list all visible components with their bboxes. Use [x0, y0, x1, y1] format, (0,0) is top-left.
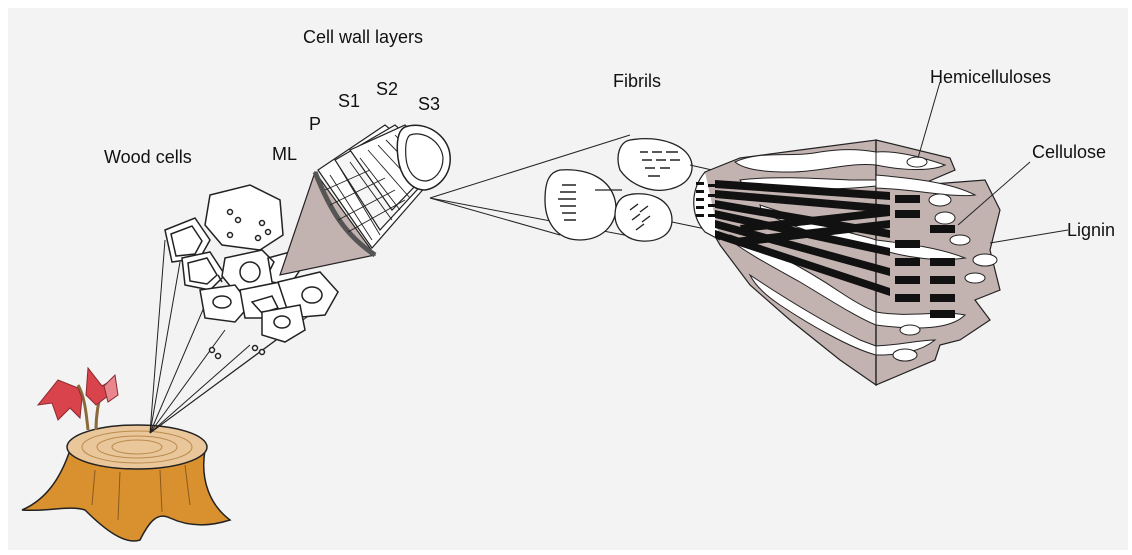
label-cell-wall-layers: Cell wall layers: [303, 28, 423, 46]
label-s2: S2: [376, 80, 398, 98]
label-s3: S3: [418, 95, 440, 113]
label-ml: ML: [272, 145, 297, 163]
label-fibrils: Fibrils: [613, 72, 661, 90]
label-p: P: [309, 115, 321, 133]
label-wood-cells: Wood cells: [104, 148, 192, 166]
label-cellulose: Cellulose: [1032, 143, 1106, 161]
label-s1: S1: [338, 92, 360, 110]
label-lignin: Lignin: [1067, 221, 1115, 239]
label-hemicelluloses: Hemicelluloses: [930, 68, 1051, 86]
